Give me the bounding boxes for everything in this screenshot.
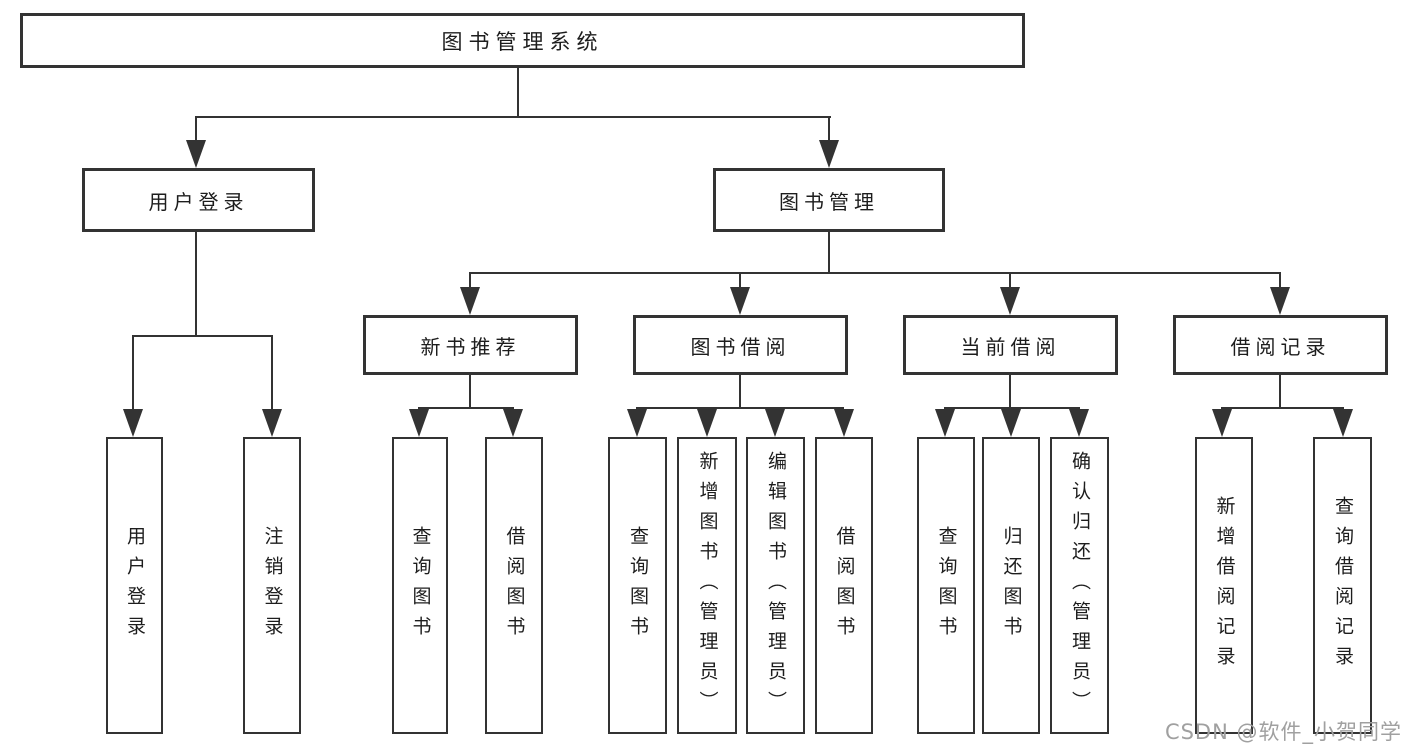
leaf-logout: 注销登录 (243, 437, 301, 734)
arrow-down-icon (409, 409, 429, 437)
connector-line (418, 407, 514, 409)
connector-line (636, 407, 844, 409)
connector-line (739, 272, 741, 287)
connector-line (828, 116, 830, 142)
connector-line (1009, 375, 1011, 407)
leaf-query-books-borrow: 查询图书 (608, 437, 667, 734)
connector-line (271, 335, 273, 409)
connector-line (1279, 272, 1281, 287)
arrow-down-icon (186, 140, 206, 168)
node-current-borrow: 当前借阅 (903, 315, 1118, 375)
connector-line (1279, 375, 1281, 407)
connector-line (132, 335, 273, 337)
node-book-borrow: 图书借阅 (633, 315, 848, 375)
leaf-return-books: 归还图书 (982, 437, 1040, 734)
connector-line (132, 335, 134, 409)
connector-line (195, 116, 197, 142)
arrow-down-icon (819, 140, 839, 168)
connector-line (739, 375, 741, 407)
connector-line (469, 272, 471, 287)
connector-line (195, 116, 831, 118)
connector-line (1221, 407, 1344, 409)
arrow-down-icon (627, 409, 647, 437)
arrow-down-icon (765, 409, 785, 437)
leaf-borrow-books: 借阅图书 (815, 437, 873, 734)
connector-line (469, 375, 471, 407)
node-borrow-records: 借阅记录 (1173, 315, 1388, 375)
connector-line (195, 232, 197, 335)
arrow-down-icon (1212, 409, 1232, 437)
leaf-query-books-current: 查询图书 (917, 437, 975, 734)
connector-line (828, 232, 830, 272)
arrow-down-icon (262, 409, 282, 437)
arrow-down-icon (697, 409, 717, 437)
leaf-add-books-admin: 新增图书（管理员） (677, 437, 737, 734)
arrow-down-icon (1333, 409, 1353, 437)
leaf-add-borrow-record: 新增借阅记录 (1195, 437, 1253, 734)
arrow-down-icon (834, 409, 854, 437)
leaf-user-login: 用户登录 (106, 437, 163, 734)
arrow-down-icon (1069, 409, 1089, 437)
connector-line (469, 272, 1281, 274)
connector-line (944, 407, 1080, 409)
watermark: CSDN @软件_小贺同学 (1164, 720, 1402, 744)
leaf-edit-books-admin: 编辑图书（管理员） (746, 437, 805, 734)
connector-line (1009, 272, 1011, 287)
arrow-down-icon (935, 409, 955, 437)
leaf-query-books-recommend: 查询图书 (392, 437, 448, 734)
arrow-down-icon (1001, 409, 1021, 437)
arrow-down-icon (123, 409, 143, 437)
arrow-down-icon (1270, 287, 1290, 315)
connector-line (517, 68, 519, 116)
node-book-management: 图书管理 (713, 168, 945, 232)
leaf-borrow-books-recommend: 借阅图书 (485, 437, 543, 734)
arrow-down-icon (460, 287, 480, 315)
leaf-query-borrow-record: 查询借阅记录 (1313, 437, 1372, 734)
node-user-login: 用户登录 (82, 168, 315, 232)
arrow-down-icon (1000, 287, 1020, 315)
leaf-confirm-return-admin: 确认归还（管理员） (1050, 437, 1109, 734)
arrow-down-icon (730, 287, 750, 315)
node-new-book-recommend: 新书推荐 (363, 315, 578, 375)
arrow-down-icon (503, 409, 523, 437)
node-library-system: 图书管理系统 (20, 13, 1025, 68)
